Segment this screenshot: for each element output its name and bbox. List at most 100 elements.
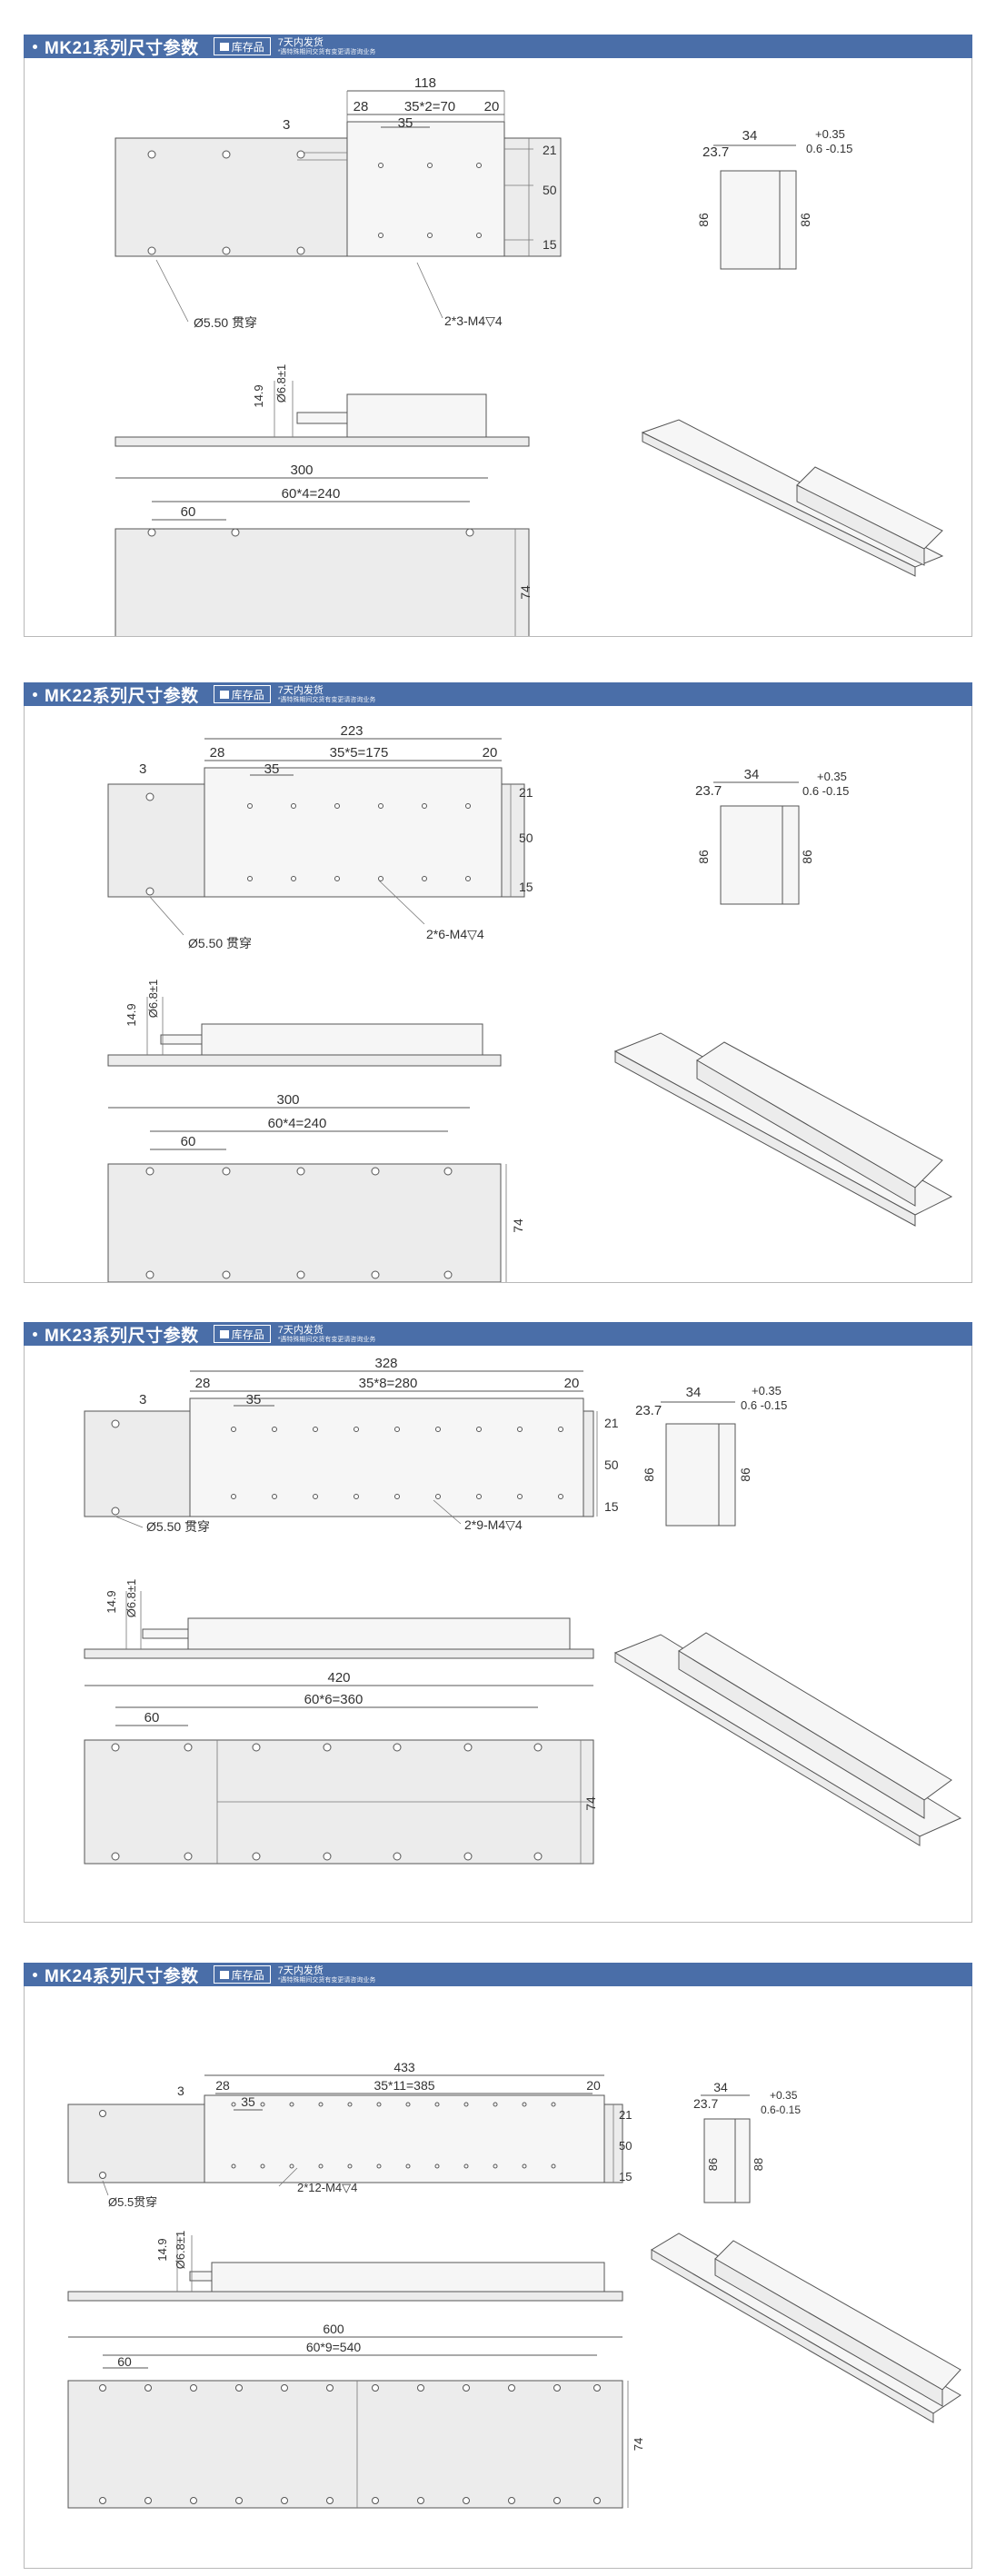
drawing-frame: 118 28 35*2=70 35 20 3 21 50 15 2*3-M4▽4… — [24, 58, 972, 637]
dim-h-left: 14.9 — [252, 384, 265, 407]
dim-tap: 2*9-M4▽4 — [464, 1517, 523, 1532]
dim-hole: Ø5.50 贯穿 — [188, 936, 252, 950]
dim-r2: 50 — [604, 1457, 619, 1472]
dim-tol-plus: +0.35 — [752, 1384, 782, 1397]
bullet-icon — [33, 1331, 37, 1337]
section-header: MK21系列尺寸参数 库存品 7天内发货*遇特殊期间交货有变更请咨询业务 — [24, 35, 972, 58]
dim-r1: 21 — [604, 1416, 619, 1430]
drawing-frame: 223 28 35*5=175 35 20 3 21 50 15 2*6-M4▽… — [24, 706, 972, 1283]
dim-hole: Ø5.5贯穿 — [108, 2195, 157, 2209]
dim-total-top: 328 — [374, 1356, 397, 1371]
dim-r1: 21 — [619, 2108, 632, 2122]
dim-total-top: 118 — [414, 75, 436, 91]
dim-r3: 15 — [519, 880, 533, 894]
dim-right-margin: 20 — [586, 2078, 601, 2093]
stock-badge: 库存品 — [213, 685, 271, 703]
box-icon — [219, 42, 229, 51]
dim-length: 600 — [323, 2322, 344, 2336]
dim-end-w: 34 — [742, 128, 758, 144]
dim-left-margin: 28 — [210, 745, 225, 761]
dim-base-formula: 60*4=240 — [268, 1116, 327, 1131]
section-title: MK23系列尺寸参数 — [45, 1326, 199, 1346]
drawing-frame: 328 28 35*8=280 35 20 3 21 50 15 2*9-M4▽… — [24, 1346, 972, 1923]
dim-end-off: 23.7 — [702, 144, 729, 160]
dim-hole: Ø5.50 贯穿 — [146, 1519, 210, 1534]
dim-tol-plus: +0.35 — [815, 127, 845, 141]
dim-r3: 15 — [543, 237, 557, 252]
dim-end-h1: 86 — [696, 213, 711, 227]
dim-tol-base: 0.6 -0.15 — [741, 1398, 787, 1412]
dim-right-margin: 20 — [564, 1376, 580, 1391]
box-icon — [219, 1329, 229, 1338]
dim-r2: 50 — [543, 183, 557, 197]
dim-h-left: 14.9 — [124, 1003, 138, 1026]
dim-width: 74 — [632, 2438, 645, 2451]
dim-end-off: 23.7 — [635, 1403, 662, 1418]
dim-width: 74 — [511, 1218, 525, 1233]
dim-pitch-formula: 35*11=385 — [374, 2078, 434, 2093]
dim-width: 74 — [583, 1796, 598, 1811]
dim-tol-plus: +0.35 — [817, 770, 847, 783]
dim-end-w: 34 — [686, 1385, 702, 1400]
dim-base-pitch: 60 — [144, 1710, 160, 1726]
dim-shaft: Ø6.8±1 — [274, 364, 288, 403]
dim-total-top: 433 — [393, 2060, 415, 2074]
dim-step: 3 — [139, 1392, 146, 1407]
bullet-icon — [33, 1972, 37, 1977]
dim-end-off: 23.7 — [693, 2096, 718, 2111]
dim-right-margin: 20 — [483, 745, 498, 761]
dim-r1: 21 — [543, 143, 557, 157]
technical-drawing: 118 28 35*2=70 35 20 3 21 50 15 2*3-M4▽4… — [115, 75, 944, 636]
dim-h-left: 14.9 — [105, 1590, 118, 1613]
dim-tol-base: 0.6 -0.15 — [802, 784, 849, 798]
technical-drawing: 433 28 35*11=385 35 20 3 21 50 15 2*12-M… — [67, 2060, 961, 2509]
dim-base-formula: 60*4=240 — [282, 486, 341, 502]
dim-base-pitch: 60 — [117, 2354, 132, 2369]
dim-pitch: 35 — [264, 761, 280, 777]
dim-base-formula: 60*9=540 — [306, 2340, 362, 2354]
dim-r1: 21 — [519, 785, 533, 800]
bullet-icon — [33, 44, 37, 49]
dim-pitch-formula: 35*2=70 — [404, 99, 455, 114]
dim-left-margin: 28 — [215, 2078, 230, 2093]
dim-pitch: 35 — [241, 2094, 255, 2109]
dim-base-pitch: 60 — [181, 1134, 196, 1149]
dim-pitch-formula: 35*5=175 — [330, 745, 389, 761]
dim-h-left: 14.9 — [155, 2238, 169, 2261]
dim-tap: 2*6-M4▽4 — [426, 927, 484, 941]
dim-tap: 2*3-M4▽4 — [444, 313, 503, 328]
dim-end-w: 34 — [744, 767, 760, 782]
delivery-notes: 7天内发货*遇特殊期间交货有变更请咨询业务 — [277, 36, 376, 55]
section-header: MK24系列尺寸参数 库存品 7天内发货*遇特殊期间交货有变更请咨询业务 — [24, 1963, 972, 1986]
dim-step: 3 — [177, 2084, 184, 2098]
dim-end-h1: 86 — [706, 2158, 720, 2171]
delivery-notes: 7天内发货*遇特殊期间交货有变更请咨询业务 — [277, 684, 376, 703]
dim-width: 74 — [518, 585, 533, 600]
dim-tol-base: 0.6-0.15 — [761, 2104, 801, 2116]
dim-r2: 50 — [619, 2139, 632, 2153]
delivery-notes: 7天内发货*遇特殊期间交货有变更请咨询业务 — [277, 1324, 376, 1343]
dim-shaft: Ø6.8±1 — [124, 1579, 138, 1618]
dim-pitch: 35 — [246, 1392, 262, 1407]
dim-base-pitch: 60 — [181, 504, 196, 520]
drawing-frame: 433 28 35*11=385 35 20 3 21 50 15 2*12-M… — [24, 1986, 972, 2569]
stock-badge: 库存品 — [213, 37, 271, 55]
dim-end-h1: 86 — [696, 850, 711, 864]
dim-shaft: Ø6.8±1 — [146, 980, 160, 1019]
dim-length: 420 — [327, 1670, 350, 1686]
tap-hole-row — [231, 2102, 556, 2169]
section-title: MK22系列尺寸参数 — [45, 686, 199, 706]
dim-r3: 15 — [604, 1499, 619, 1514]
dim-tol-plus: +0.35 — [770, 2089, 798, 2102]
stock-badge: 库存品 — [213, 1325, 271, 1343]
dim-hole: Ø5.50 贯穿 — [194, 315, 257, 330]
section-title: MK24系列尺寸参数 — [45, 1966, 199, 1986]
dim-end-w: 34 — [713, 2080, 728, 2094]
dim-total-top: 223 — [340, 723, 363, 739]
dim-length: 300 — [276, 1092, 299, 1108]
dim-pitch: 35 — [398, 115, 413, 131]
dim-r2: 50 — [519, 830, 533, 845]
dim-left-margin: 28 — [195, 1376, 211, 1391]
dim-tol-base: 0.6 -0.15 — [806, 142, 852, 155]
technical-drawing: 223 28 35*5=175 35 20 3 21 50 15 2*6-M4▽… — [107, 723, 953, 1282]
